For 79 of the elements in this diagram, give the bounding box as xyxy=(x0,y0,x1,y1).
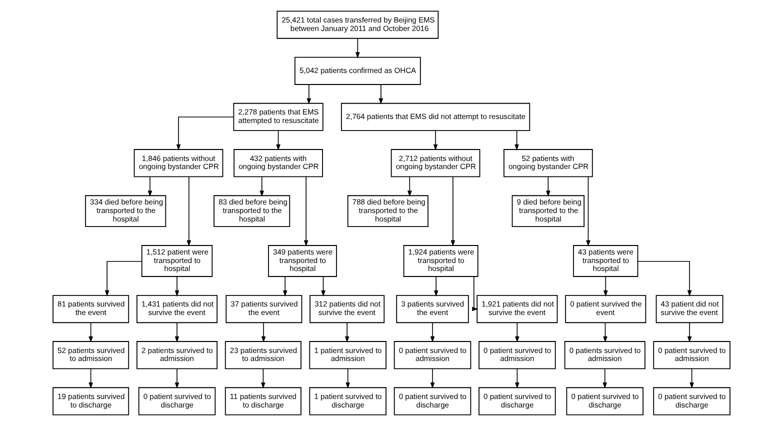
arrow xyxy=(430,368,435,389)
node-box: 3 patients survived the event xyxy=(396,294,469,324)
arrow xyxy=(586,176,590,246)
node-box: 2,712 patients without ongoing bystander CPR xyxy=(390,149,480,178)
arrow xyxy=(603,276,608,297)
arrow xyxy=(261,322,266,343)
arrow xyxy=(306,84,312,104)
arrow xyxy=(104,260,142,296)
arrow xyxy=(514,130,519,151)
node-box: 5,042 patients confirmed as OHCA xyxy=(294,56,421,85)
arrow xyxy=(450,176,456,246)
arrow xyxy=(276,130,280,151)
node-box: 52 patients with ongoing bystander CPR xyxy=(504,149,593,178)
arrow xyxy=(174,276,180,297)
node-box: 37 patients survived the event xyxy=(226,294,302,324)
node-box: 43 patient did not survive the event xyxy=(656,294,724,324)
arrow xyxy=(637,260,692,296)
arrow xyxy=(260,176,264,197)
arrow xyxy=(546,176,550,197)
arrow xyxy=(378,84,384,104)
arrow xyxy=(472,276,478,312)
node-box: 1 patient survived to admission xyxy=(309,341,386,370)
node-box: 11 patients survived to discharge xyxy=(224,387,302,416)
node-box: 52 patients survived to admission xyxy=(52,341,130,370)
arrow xyxy=(88,368,93,389)
arrow xyxy=(602,368,608,389)
node-box: 432 patients with ongoing bystander CPR xyxy=(234,149,323,178)
node-box: 2,278 patients that EMS attempted to resuscitate xyxy=(233,102,324,132)
node-box: 19 patients survived to discharge xyxy=(52,387,130,416)
node-box: 0 patient survived to discharge xyxy=(653,387,730,416)
node-box: 1,512 patient were transported to hospital xyxy=(141,245,213,277)
node-box: 0 patient survived to discharge xyxy=(138,387,216,416)
node-box: 0 patient survived the event xyxy=(565,294,646,324)
node-box: 25,421 total cases transferred by Beijing EMS between January 2011 and October 2016 xyxy=(276,10,439,39)
node-box: 2 patients survived to admission xyxy=(136,341,218,370)
arrow xyxy=(344,322,350,343)
node-box: 334 died before being transported to the hospital xyxy=(85,195,166,228)
node-box: 0 patient survived to admission xyxy=(394,341,472,370)
node-box: 788 died before being transported to the hospital xyxy=(347,195,428,228)
node-box: 1,921 patients did not survive the event xyxy=(476,294,558,324)
arrow xyxy=(261,368,266,389)
node-box: 1,924 patients were transported to hospital xyxy=(403,245,478,277)
node-box: 0 patient survived to discharge xyxy=(566,387,644,416)
arrow xyxy=(515,322,520,343)
arrow xyxy=(430,322,435,343)
node-box: 1,431 patients did not survive the event xyxy=(136,294,218,324)
arrow xyxy=(186,176,192,246)
node-box: 1 patient survived to discharge xyxy=(309,387,386,416)
node-box: 0 patient survived to discharge xyxy=(478,387,556,416)
arrow xyxy=(515,368,520,389)
arrow xyxy=(321,276,326,297)
node-box: 9 died before being transported to the hospital xyxy=(512,195,585,228)
node-box: 83 died before being transported to the hospital xyxy=(214,195,290,228)
arrow xyxy=(687,322,692,343)
node-box: 23 patients survived to admission xyxy=(224,341,302,370)
node-box: 0 patient survived to discharge xyxy=(394,387,472,416)
node-box: 43 patients were transported to hospital xyxy=(573,245,638,277)
node-box: 0 patients survived to admission xyxy=(564,341,646,370)
node-box: 0 patient survived to admission xyxy=(653,341,730,370)
arrow xyxy=(346,368,350,389)
arrow xyxy=(176,116,234,151)
arrow xyxy=(148,176,152,197)
node-box: 349 patients were transported to hospital xyxy=(268,245,337,277)
arrow xyxy=(174,368,180,389)
arrow xyxy=(282,276,288,297)
arrow xyxy=(407,176,412,197)
arrow xyxy=(88,322,93,343)
node-box: 2,764 patients that EMS did not attempt to resuscitate xyxy=(340,102,530,132)
arrow xyxy=(174,322,180,343)
arrow xyxy=(356,38,360,58)
arrow xyxy=(603,322,608,343)
node-box: 312 patients did not survive the event xyxy=(310,294,385,324)
arrow xyxy=(690,368,694,389)
node-box: 81 patients survived the event xyxy=(52,294,130,324)
arrow xyxy=(433,130,438,151)
arrow xyxy=(434,276,438,297)
node-box: 0 patient survived to admission xyxy=(478,341,556,370)
node-box: 1,846 patients without ongoing bystander CPR xyxy=(134,149,224,178)
arrow xyxy=(304,176,308,246)
